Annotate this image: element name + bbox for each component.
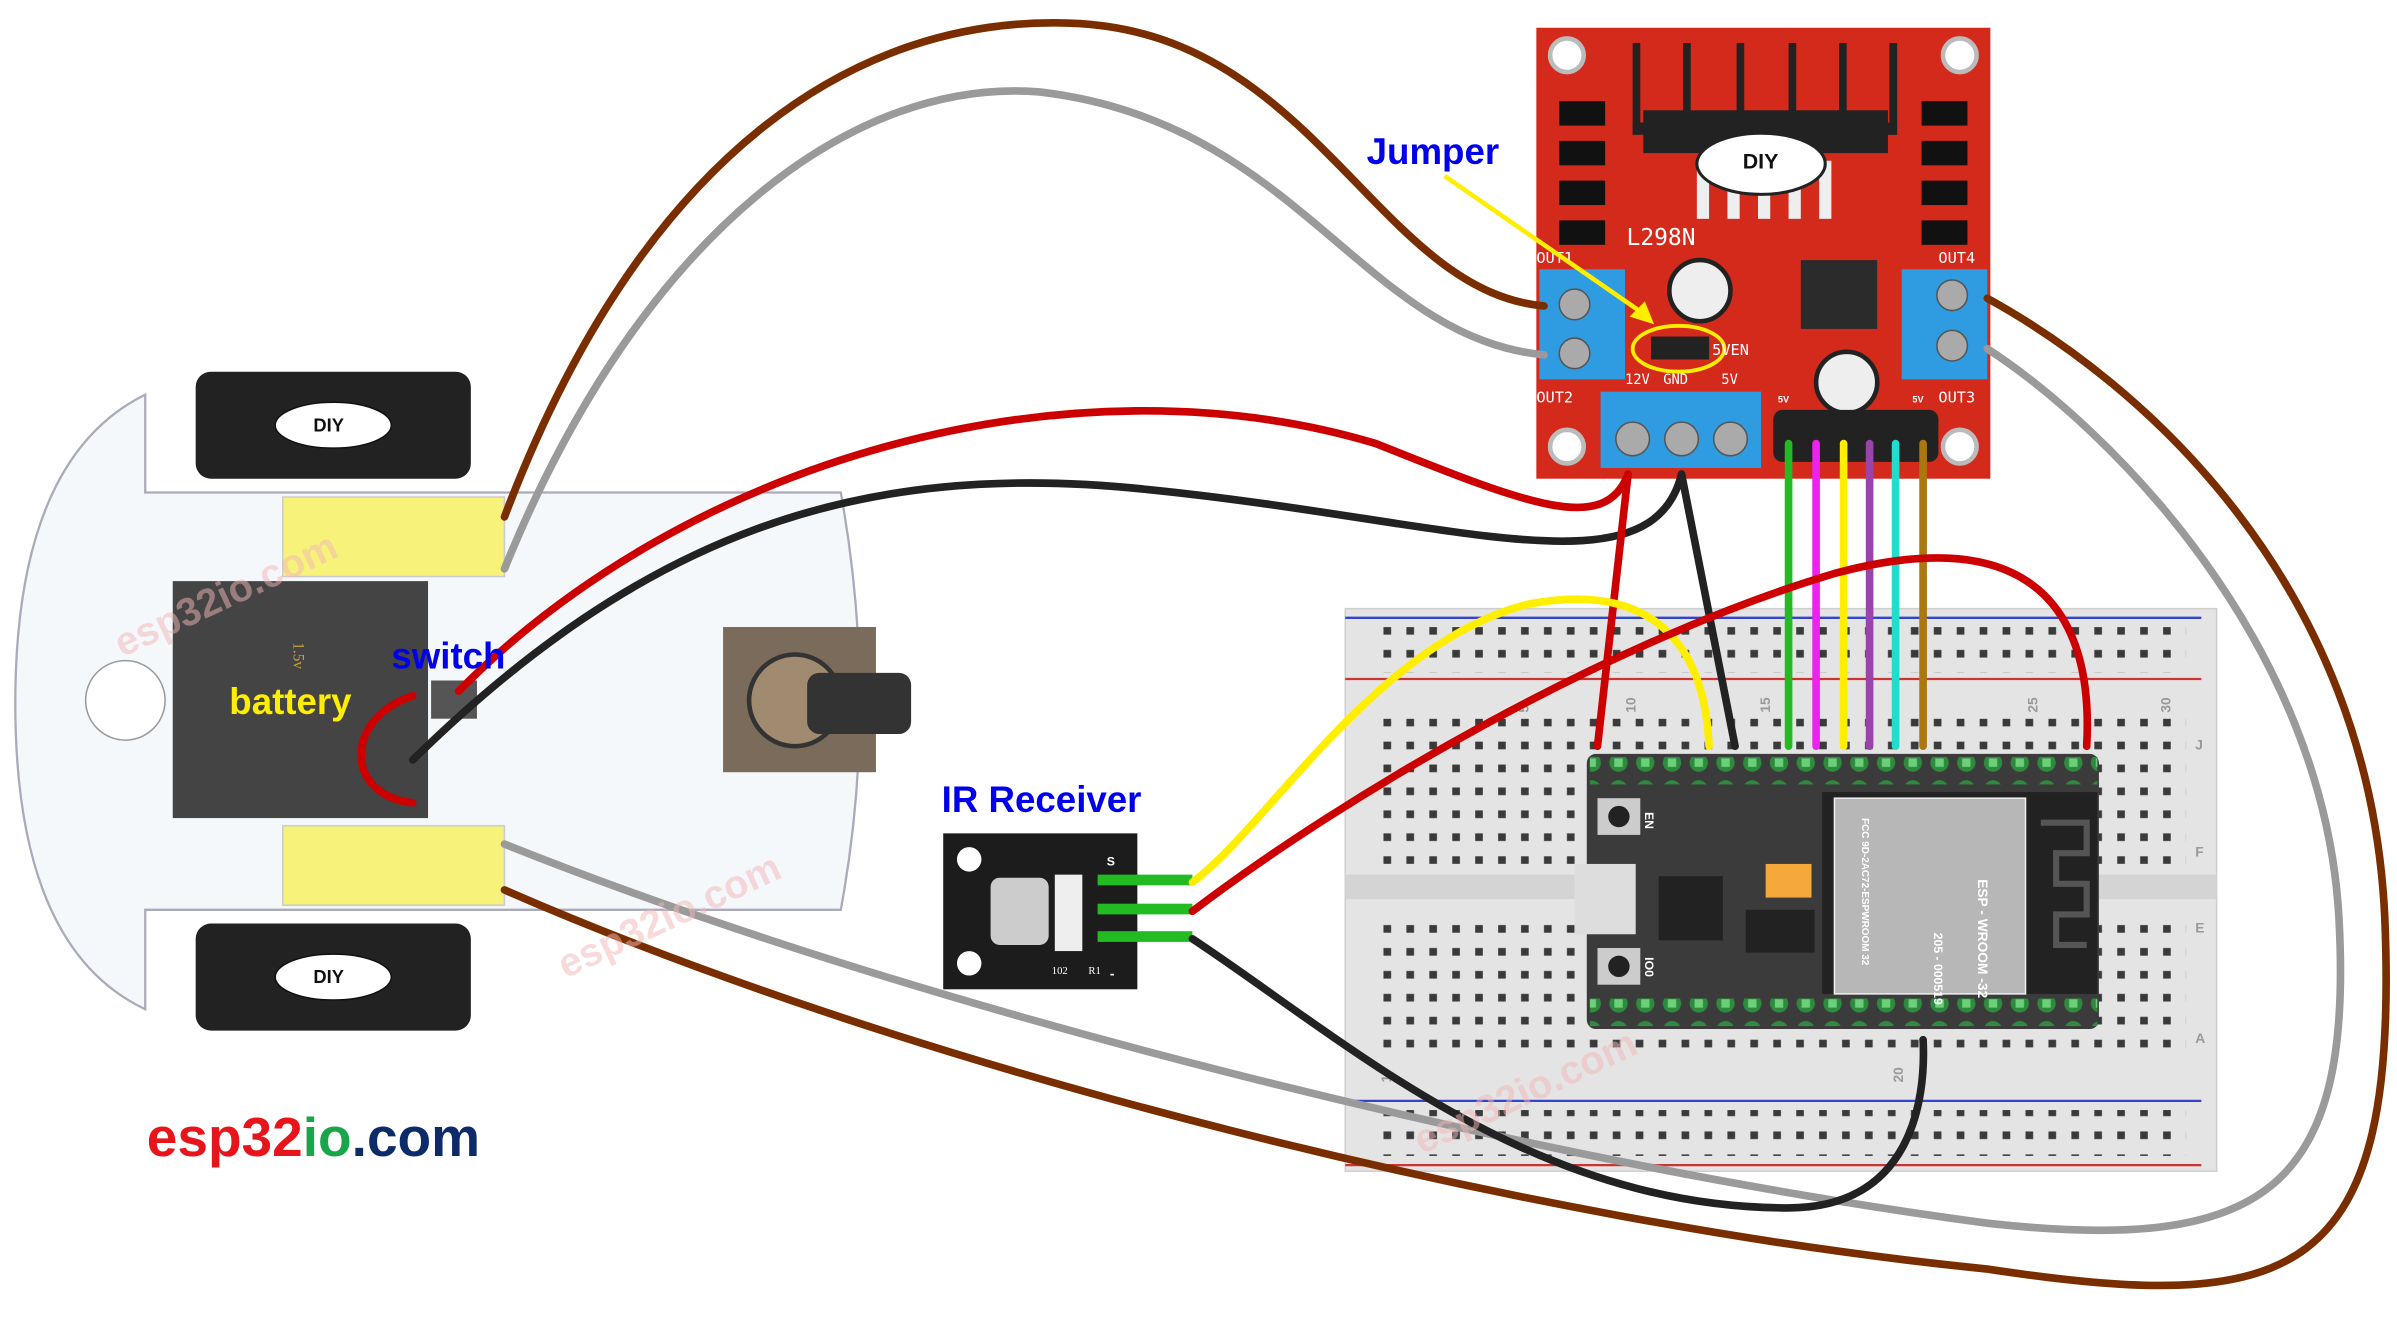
wire-black-gnd-breadboard — [1677, 470, 1739, 751]
5v-label: 5V — [1721, 372, 1738, 388]
svg-text:DIY: DIY — [313, 414, 344, 435]
esp32-board: EN IO0 ESP - WROOM -32 205 - 000519 FCC … — [1574, 753, 2099, 1030]
capacitor — [1813, 349, 1880, 416]
brand-logo: esp32io.com — [147, 1106, 480, 1168]
ir-pin-s: S — [1107, 854, 1115, 868]
wire-red-12v-breadboard — [1593, 470, 1632, 751]
col-number: 15 — [1758, 697, 1773, 713]
wire-black-battery-gnd — [408, 470, 1686, 764]
col-number: 30 — [2159, 697, 2174, 713]
5ven-label: 5VEN — [1712, 341, 1749, 359]
row-letter: J — [2195, 737, 2203, 752]
brand-part-esp32: esp32 — [147, 1106, 303, 1168]
ir-pin-minus: - — [1110, 967, 1115, 982]
capacitor — [1667, 257, 1733, 324]
battery-label: battery — [229, 681, 352, 722]
logo-text: DIY — [1743, 149, 1779, 173]
regulator — [1800, 260, 1878, 329]
usb-port[interactable] — [1574, 863, 1636, 935]
jumper-highlight — [1630, 323, 1727, 374]
ir-r1-label: R1 — [1088, 965, 1100, 977]
esp-fcc-label: FCC 9D-2AC72-ESPWROOM 32 — [1859, 818, 1870, 966]
row-letter: A — [2195, 1031, 2205, 1046]
12v-label: 12V — [1625, 372, 1650, 388]
power-switch[interactable] — [431, 680, 477, 719]
brand-part-io: io — [303, 1106, 352, 1168]
io0-label: IO0 — [1642, 957, 1656, 977]
wire-brown-motor-left-bottom — [500, 294, 2390, 1290]
out2-label: OUT2 — [1536, 388, 1573, 406]
l298n-driver: DIY L298N OUT1 OUT4 OUT2 OUT3 5VEN 12V G… — [1443, 27, 1991, 479]
en-label: EN — [1642, 812, 1656, 829]
col-number: 20 — [1891, 1067, 1906, 1083]
ir-receiver-module: 102 R1 S - — [943, 833, 1193, 990]
switch-label: switch — [391, 635, 505, 676]
pin-5v-left: 5V — [1778, 394, 1790, 404]
col-number: 10 — [1624, 697, 1639, 713]
jumper-label: Jumper — [1367, 131, 1499, 172]
out4-label: OUT4 — [1938, 249, 1975, 267]
wire-red-ir-vcc — [1188, 554, 2092, 916]
control-header[interactable] — [1773, 409, 1939, 462]
col-number: 25 — [2026, 697, 2041, 713]
row-letter: F — [2195, 844, 2203, 859]
jumper-arrow — [1443, 174, 1645, 316]
car-chassis: DIY DIY 1.5v — [14, 371, 912, 1031]
wire-black-ir-gnd — [1188, 935, 1928, 1212]
battery-holder-text: 1.5v — [290, 642, 307, 669]
wires — [357, 19, 2390, 1290]
col-number: 5 — [1517, 705, 1532, 713]
wire-yellow-ir-signal — [1188, 595, 1713, 887]
diyables-logo — [1695, 131, 1827, 196]
battery-holder — [172, 581, 429, 819]
wire-gray-motor-left-bottom — [500, 344, 2345, 1235]
svg-text:DIY: DIY — [313, 966, 344, 987]
l298n-name: L298N — [1627, 225, 1696, 251]
wire-red-switch-12v — [454, 407, 1632, 696]
5v-enable-jumper[interactable] — [1650, 336, 1710, 360]
out1-label: OUT1 — [1536, 249, 1573, 267]
wire-red-battery-switch — [357, 691, 417, 807]
antenna-trace — [2040, 819, 2090, 949]
esp-cert-label: 205 - 000519 — [1931, 933, 1945, 1005]
gnd-label: GND — [1663, 372, 1688, 388]
ir-receiver-label: IR Receiver — [942, 779, 1142, 820]
motor — [282, 496, 506, 578]
wire-gray-motor-left-top — [500, 87, 1548, 573]
col-number: 1 — [1379, 1075, 1394, 1083]
wire-brown-motor-left-top — [500, 19, 1548, 521]
out3-label: OUT3 — [1938, 388, 1975, 406]
ir-res-label: 102 — [1052, 965, 1068, 977]
motor — [282, 824, 506, 906]
esp-module-label: ESP - WROOM -32 — [1975, 879, 1990, 998]
row-letter: E — [2195, 921, 2204, 936]
brand-part-com: .com — [352, 1106, 480, 1168]
pin-5v-right: 5V — [1912, 394, 1924, 404]
